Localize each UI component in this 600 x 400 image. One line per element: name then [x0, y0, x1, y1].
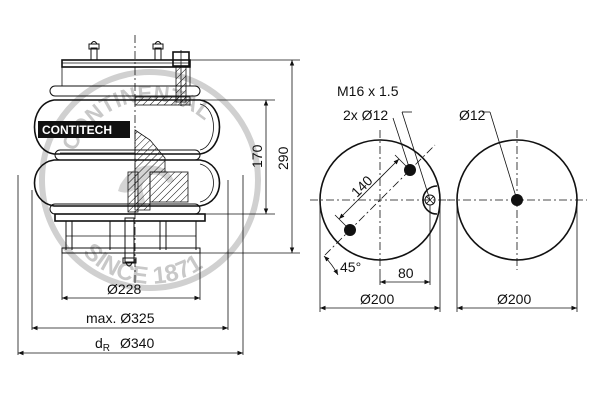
label-holes: 2x Ø12 — [343, 107, 388, 123]
fitting-notch — [422, 185, 438, 215]
top-stud-right — [152, 41, 164, 61]
svg-text:45°: 45° — [340, 259, 361, 275]
top-plate — [61, 59, 191, 68]
svg-text:dR: dR — [95, 335, 110, 354]
leader-center-hole — [489, 111, 518, 201]
air-spring-side-view: CONTITECH — [17, 35, 300, 356]
dim-max-325: max. Ø325 — [32, 310, 228, 331]
bottom-stud — [122, 217, 137, 267]
svg-text:170: 170 — [249, 144, 265, 168]
leader-holes — [392, 117, 411, 171]
svg-text:Ø228: Ø228 — [107, 281, 141, 297]
svg-text:Ø200: Ø200 — [360, 291, 394, 307]
dim-170: 170 — [200, 99, 275, 215]
dim-angle-45: 45° — [323, 255, 381, 285]
svg-text:80: 80 — [398, 265, 414, 281]
dim-dr-340: dR Ø340 — [18, 335, 243, 356]
watermark-bottom-text: SINCE 1871 — [78, 238, 207, 290]
dim-dia-228: Ø228 — [61, 281, 200, 301]
svg-text:140: 140 — [348, 172, 376, 200]
bottom-plate-view: Ø12 Ø200 — [447, 107, 587, 312]
label-center-hole: Ø12 — [459, 107, 486, 123]
top-stud-left — [88, 41, 100, 61]
dim-80: 80 — [380, 205, 431, 285]
svg-text:max. Ø325: max. Ø325 — [86, 310, 155, 326]
top-plate-view: 140 45° 80 M16 x 1.5 2x Ø12 Ø200 — [310, 83, 450, 312]
dim-140: 140 — [334, 154, 411, 231]
dim-290: 290 — [190, 59, 300, 254]
bottom-plate — [54, 213, 206, 222]
svg-text:290: 290 — [275, 146, 291, 170]
section-hatch — [127, 129, 189, 213]
svg-text:Ø200: Ø200 — [497, 291, 531, 307]
dim-bottom-200: Ø200 — [456, 200, 578, 312]
lower-frame — [61, 221, 201, 254]
lower-bellow — [33, 159, 221, 207]
svg-text:Ø340: Ø340 — [120, 335, 154, 351]
label-thread: M16 x 1.5 — [337, 83, 399, 99]
leader-thread — [401, 111, 431, 201]
logo-text: CONTITECH — [42, 123, 112, 137]
contitech-logo: CONTITECH — [38, 121, 130, 138]
dim-top-200: Ø200 — [319, 200, 441, 312]
